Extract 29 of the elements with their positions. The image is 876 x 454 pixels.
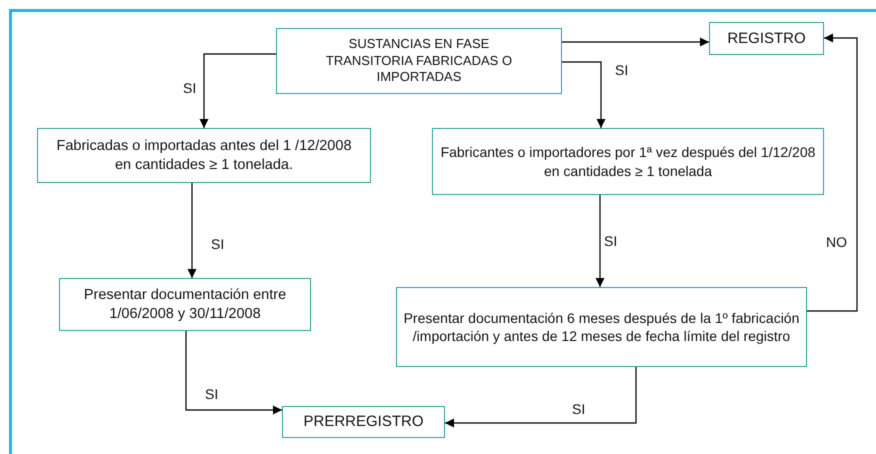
process-box [276,28,562,94]
arrow [562,61,606,128]
edge-label: NO [825,234,848,250]
edge-label: SI [603,233,618,249]
box-text: Fabricantes o importadores por 1ª vez después del 1/12/208 en cantidades ≥ 1 tonelada [440,143,816,180]
process-box [709,22,824,55]
arrow [445,367,637,428]
process-box [432,128,824,195]
process-box [59,278,311,331]
edge-label: SI [182,80,198,96]
box-text: Presentar documentación entre 1/06/2008 y 30/11/2008 [82,286,288,324]
arrow [596,195,604,287]
box-text: Presentar documentación 6 meses después de la 1º fabricación /importación y antes de 12 meses de fecha límite del registro [403,308,800,346]
arrow [562,38,709,46]
process-box [37,128,371,183]
arrow [185,331,282,414]
arrow [807,34,858,312]
arrow [188,183,196,278]
edge-label: SI [210,236,226,252]
box-text: SUSTANCIAS EN FASE TRANSITORIA FABRICADAS O IMPORTADAS [324,36,514,86]
arrow [200,53,276,128]
process-box [396,287,807,367]
edge-label: SI [204,386,220,402]
edge-label: SI [614,62,630,78]
box-text: REGISTRO [727,28,806,48]
edge-label: SI [571,401,586,417]
box-text: PRERREGISTRO [303,412,424,432]
box-text: Fabricadas o importadas antes del 1 /12/2008 en cantidades ≥ 1 tonelada. [55,136,353,174]
process-box [282,406,445,438]
